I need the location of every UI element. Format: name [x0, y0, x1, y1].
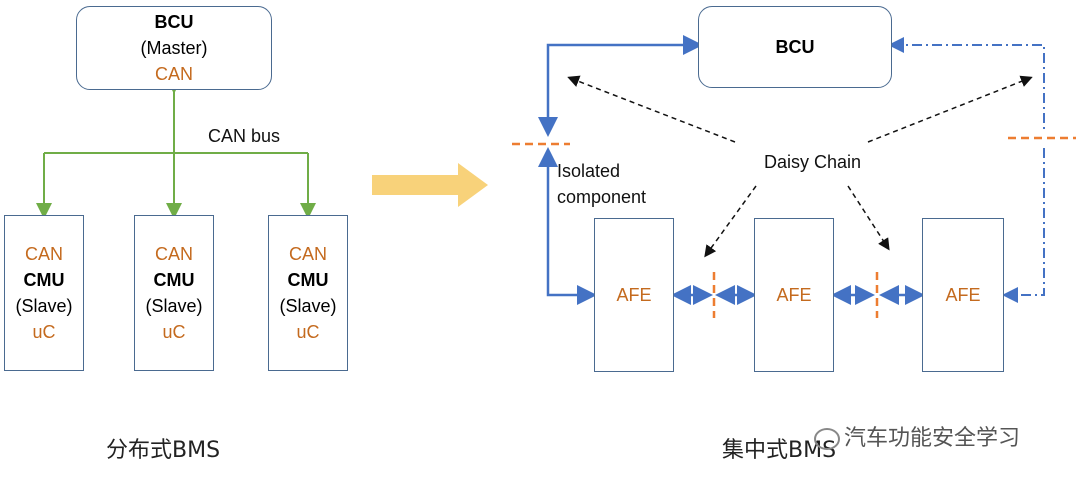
afe-labels-1: AFE [594, 218, 674, 372]
afe-labels-3: AFE [922, 218, 1004, 372]
bcu-link-lines [538, 35, 703, 305]
bcu-master-box [76, 6, 272, 90]
wechat-icon [814, 428, 840, 450]
daisy-chain-label: Daisy Chain [764, 152, 862, 172]
bcu-central-name: BCU [775, 37, 815, 57]
cmu-mcu: uC [32, 322, 56, 342]
return-path [888, 37, 1045, 303]
bcu-master-role: (Master) [140, 38, 208, 58]
afe-box-3 [922, 218, 1004, 372]
afe-box-2 [754, 218, 834, 372]
cmu-labels-2: CAN CMU (Slave) uC [134, 215, 214, 371]
cmu-mcu: uC [296, 322, 320, 342]
bcu-central-box [698, 6, 892, 88]
afe-name: AFE [945, 285, 981, 305]
bcu-master-port: CAN [154, 64, 193, 84]
cmu-role: (Slave) [145, 296, 203, 316]
afe-name: AFE [776, 285, 812, 305]
isolation-markers [512, 136, 1076, 318]
daisy-pointer-arrows [567, 75, 1033, 258]
transition-arrow [372, 163, 488, 207]
cmu-name: CMU [153, 270, 195, 290]
cmu-port: CAN [288, 244, 327, 264]
bcu-central-labels: BCU [698, 6, 892, 88]
cmu-port: CAN [154, 244, 193, 264]
cmu-labels-1: CAN CMU (Slave) uC [4, 215, 84, 371]
distributed-caption: 分布式BMS [106, 438, 221, 463]
afe-name: AFE [616, 285, 652, 305]
isolated-label-line2: component [557, 187, 647, 207]
watermark: 汽车功能安全学习 [814, 420, 1020, 452]
cmu-name: CMU [287, 270, 329, 290]
afe-box-1 [594, 218, 674, 372]
cmu-box-2 [134, 215, 214, 371]
cmu-name: CMU [23, 270, 65, 290]
can-bus-lines [36, 78, 316, 219]
cmu-role: (Slave) [279, 296, 337, 316]
afe-labels-2: AFE [754, 218, 834, 372]
bcu-master-labels: BCU (Master) CAN [76, 6, 272, 90]
cmu-labels-3: CAN CMU (Slave) uC [268, 215, 348, 371]
can-bus-label: CAN bus [208, 126, 281, 146]
bcu-master-name: BCU [154, 12, 194, 32]
cmu-role: (Slave) [15, 296, 73, 316]
cmu-box-1 [4, 215, 84, 371]
cmu-box-3 [268, 215, 348, 371]
watermark-text: 汽车功能安全学习 [844, 426, 1021, 451]
cmu-mcu: uC [162, 322, 186, 342]
cmu-port: CAN [24, 244, 63, 264]
isolated-label-line1: Isolated [557, 161, 621, 181]
